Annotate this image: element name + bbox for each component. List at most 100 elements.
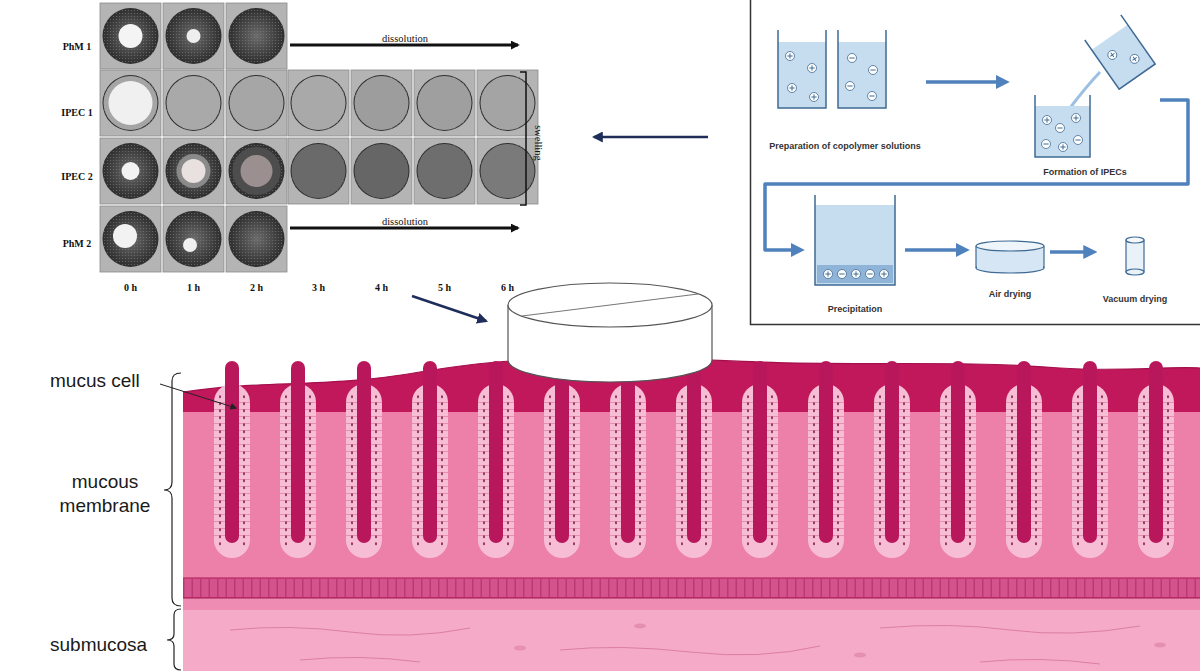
brace	[167, 609, 181, 670]
sample	[183, 238, 197, 252]
label-holder: dissolution	[345, 211, 465, 229]
step-caption: Formation of IPECs	[1043, 166, 1127, 178]
time-label: 3 h	[312, 282, 325, 293]
tissue	[183, 357, 1200, 671]
sample	[233, 147, 281, 195]
sample	[122, 162, 140, 180]
beakers-solutions	[778, 30, 886, 108]
row-label: PhM 2	[63, 238, 92, 249]
dried-tablet	[1126, 237, 1144, 275]
time-label: 6 h	[501, 282, 514, 293]
beaker-mixing	[1035, 15, 1155, 157]
photo	[226, 3, 287, 69]
muscularis-mucosae	[183, 578, 1200, 598]
flow-connector	[905, 248, 960, 252]
sample	[230, 76, 284, 130]
flow-arrow	[412, 296, 486, 321]
sample	[177, 154, 211, 188]
photo	[288, 70, 349, 136]
photo	[226, 70, 287, 136]
tablet	[508, 283, 712, 382]
photo	[351, 138, 412, 204]
label-holder: dissolution	[345, 28, 465, 46]
label-holder: mucus cell	[50, 369, 180, 393]
tissue-label: mucus cell	[50, 370, 140, 391]
sample	[292, 144, 346, 198]
photo	[414, 70, 475, 136]
label-holder: 6 h	[487, 277, 528, 295]
submucosa-layer	[183, 610, 1200, 671]
sample	[113, 224, 137, 248]
label-holder: mucous membrane	[42, 470, 168, 518]
row-label: PhM 1	[63, 41, 92, 52]
sample	[241, 155, 273, 187]
time-label: 0 h	[124, 282, 137, 293]
flow-connector	[926, 80, 1000, 84]
row-label: IPEC 2	[61, 171, 92, 182]
photo	[100, 3, 161, 69]
label-holder: swelling	[531, 103, 549, 183]
photo	[100, 138, 161, 204]
photo	[351, 70, 412, 136]
sample	[104, 76, 158, 130]
photo	[477, 70, 538, 136]
swelling-bracket	[520, 72, 526, 205]
photo	[226, 206, 287, 272]
flow-connector	[765, 100, 1188, 250]
label-holder: submucosa	[50, 633, 170, 657]
photo	[100, 70, 161, 136]
label-holder: 5 h	[424, 277, 465, 295]
step-caption: Precipitation	[828, 303, 883, 315]
sample	[418, 144, 472, 198]
photo	[100, 206, 161, 272]
photo	[477, 138, 538, 204]
brace	[164, 373, 181, 606]
process-step: Precipitation	[805, 190, 905, 315]
sample	[355, 76, 409, 130]
sample	[119, 24, 143, 48]
beaker-precipitation	[815, 195, 895, 285]
process-label: dissolution	[382, 216, 428, 227]
sample	[292, 76, 346, 130]
photo	[414, 138, 475, 204]
photo	[288, 138, 349, 204]
label-holder: PhM 2	[52, 233, 102, 251]
row-label: IPEC 1	[61, 107, 92, 118]
process-label: swelling	[533, 125, 544, 161]
flow-connector	[1050, 250, 1088, 254]
photo-grid	[100, 3, 538, 272]
photo	[226, 138, 287, 204]
label-holder: 1 h	[173, 277, 214, 295]
tablet-samples	[104, 24, 535, 252]
sample	[182, 159, 206, 183]
sample	[187, 29, 201, 43]
step-caption: Vacuum drying	[1103, 293, 1168, 305]
time-label: 2 h	[250, 282, 263, 293]
process-step: Preparation of copolymer solutions	[764, 22, 926, 152]
time-label: 4 h	[375, 282, 388, 293]
step-caption: Preparation of copolymer solutions	[769, 140, 921, 152]
sample	[355, 144, 409, 198]
time-label: 1 h	[187, 282, 200, 293]
flow-arrow	[594, 136, 708, 139]
process-panel	[751, 0, 1200, 325]
label-holder: 0 h	[110, 277, 151, 295]
sample	[167, 76, 221, 130]
label-holder: IPEC 1	[52, 102, 102, 120]
step-caption: Air drying	[989, 288, 1032, 300]
label-holder: 3 h	[298, 277, 339, 295]
process-step: Vacuum drying	[1098, 228, 1173, 305]
sample	[418, 76, 472, 130]
photo	[163, 206, 224, 272]
time-label: 5 h	[438, 282, 451, 293]
process-step: Air drying	[970, 235, 1050, 300]
process-label: dissolution	[382, 33, 428, 44]
process-step: Formation of IPECs	[1010, 18, 1160, 178]
label-holder: 4 h	[361, 277, 402, 295]
tissue-label: submucosa	[50, 634, 147, 655]
drying-dish	[976, 241, 1044, 273]
tissue-label: mucous membrane	[60, 471, 151, 516]
photo	[163, 3, 224, 69]
